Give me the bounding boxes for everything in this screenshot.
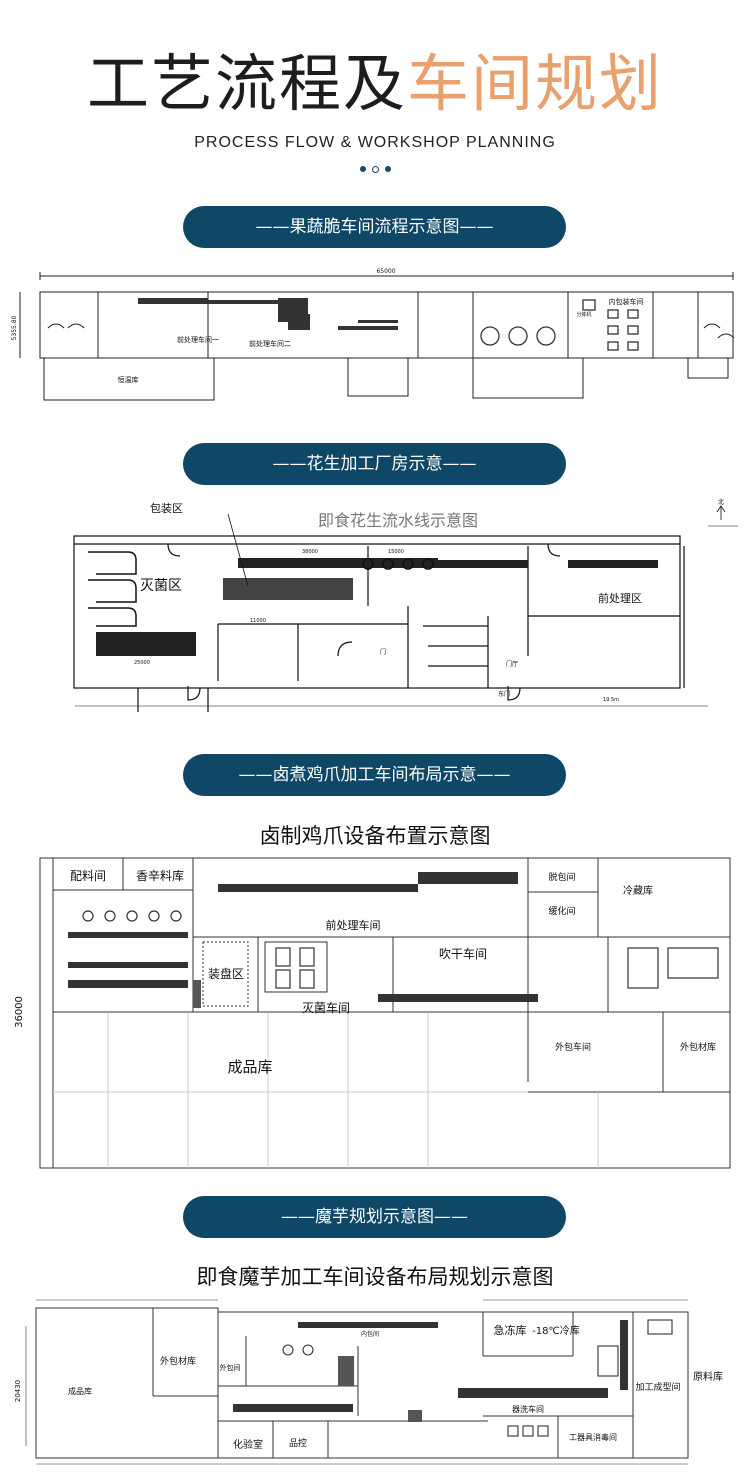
peanut-caption: 即食花生流水线示意图 <box>318 511 478 530</box>
dim-19m: 19.5m <box>603 697 619 703</box>
dim-top: 65000 <box>376 268 395 275</box>
konjac-caption: 即食魔芋加工车间设备布局规划示意图 <box>196 1265 554 1289</box>
page-title: 工艺流程及车间规划 <box>0 44 750 124</box>
room-blow: 吹干车间 <box>439 946 487 961</box>
section-pill-chicken-feet: ——卤煮鸡爪加工车间布局示意—— <box>183 754 566 796</box>
room-finished: 成品库 <box>227 1058 272 1076</box>
chicken-feet-plan-svg: 36000 配料间 香辛料库 前处理车间 吹干车间 灭菌车间 装盘区 成品库 冷… <box>14 857 731 1169</box>
fruit-veg-plan-svg: 65000 5355.80 前处理车间一 前处理车间二 恒温库 内包装车间 分拣… <box>11 268 735 401</box>
peanut-floorplan: 即食花生流水线示意图 <box>8 496 742 718</box>
dim-side: 5355.80 <box>11 315 18 340</box>
label-east: 东门 <box>498 690 510 698</box>
section-pill-konjac: ——魔芋规划示意图—— <box>183 1196 566 1238</box>
page-subtitle: PROCESS FLOW & WORKSHOP PLANNING <box>194 134 556 151</box>
title-part-accent: 车间规划 <box>407 47 664 120</box>
label-gate: 门 <box>380 648 386 656</box>
room-outer-pack: 外包车间 <box>555 1041 591 1053</box>
room-process: 加工成型间 <box>635 1381 680 1393</box>
chicken-feet-floorplan: 36000 配料间 香辛料库 前处理车间 吹干车间 灭菌车间 装盘区 成品库 冷… <box>8 852 742 1174</box>
dot-icon <box>385 166 391 172</box>
room-qc: 品控 <box>289 1437 307 1449</box>
dim-side-36000: 36000 <box>14 996 25 1028</box>
room-freeze: 急冻库 <box>494 1323 527 1337</box>
room-wash: 器洗车间 <box>512 1404 544 1414</box>
room-outer-mat: 外包材库 <box>680 1041 716 1053</box>
room-sort: 分拣机 <box>576 311 591 318</box>
room-inner-pack: 内包间 <box>361 1330 379 1338</box>
chicken-feet-caption: 卤制鸡爪设备布置示意图 <box>259 824 491 848</box>
room-pre-2: 前处理车间二 <box>249 339 291 348</box>
dot-icon <box>372 165 379 173</box>
dim-side-20430: 20430 <box>14 1380 22 1402</box>
fruit-veg-floorplan: 65000 5355.80 前处理车间一 前处理车间二 恒温库 内包装车间 分拣… <box>8 268 742 408</box>
konjac-floorplan: 20430 成品库 外包材库 外包间 化验室 品控 急冻库 -18℃冷库 加工成… <box>8 1296 742 1472</box>
dim-25000: 25000 <box>134 660 150 666</box>
area-pack: 包装区 <box>150 502 183 515</box>
room-mix: 配料间 <box>70 869 106 883</box>
room-sterile: 灭菌车间 <box>302 1000 350 1015</box>
room-buffer: 缓化间 <box>548 905 575 917</box>
room-pre-1: 前处理车间一 <box>177 335 219 344</box>
area-steril: 灭菌区 <box>140 578 182 594</box>
room-unpack: 脱包间 <box>548 871 575 883</box>
label-door: 门厅 <box>506 660 518 668</box>
section-pill-peanut: ——花生加工厂房示意—— <box>183 443 566 485</box>
konjac-plan-svg: 20430 成品库 外包材库 外包间 化验室 品控 急冻库 -18℃冷库 加工成… <box>14 1299 723 1465</box>
room-inner-pack: 内包装车间 <box>609 297 644 306</box>
area-pre: 前处理区 <box>598 591 642 605</box>
label-north: 北 <box>718 498 724 506</box>
room-tool: 工器具消毒间 <box>569 1432 617 1442</box>
room-lab: 化验室 <box>233 1438 263 1451</box>
dim-11000: 11000 <box>250 618 266 624</box>
page-header: 工艺流程及车间规划 PROCESS FLOW & WORKSHOP PLANNI… <box>0 0 750 190</box>
room-outer-mat: 外包材库 <box>160 1355 196 1367</box>
room-pre: 前处理车间 <box>326 918 381 932</box>
room-cold: 冷藏库 <box>623 884 653 897</box>
dim-38000: 38000 <box>302 549 318 555</box>
room-tray: 装盘区 <box>208 966 244 981</box>
room-raw: 原料库 <box>693 1370 723 1383</box>
title-part-dark: 工艺流程及 <box>86 47 407 120</box>
peanut-plan-svg: 即食花生流水线示意图 <box>73 498 738 712</box>
room-outer-pack: 外包间 <box>220 1363 241 1372</box>
decorative-dots <box>360 164 394 174</box>
dot-icon <box>360 166 366 172</box>
section-pill-fruit-veg: ——果蔬脆车间流程示意图—— <box>183 206 566 248</box>
room-store: 恒温库 <box>118 375 139 384</box>
dim-15000: 15000 <box>388 549 404 555</box>
room-cold: -18℃冷库 <box>532 1324 580 1337</box>
room-finished: 成品库 <box>68 1386 92 1396</box>
room-spice: 香辛料库 <box>136 868 184 883</box>
